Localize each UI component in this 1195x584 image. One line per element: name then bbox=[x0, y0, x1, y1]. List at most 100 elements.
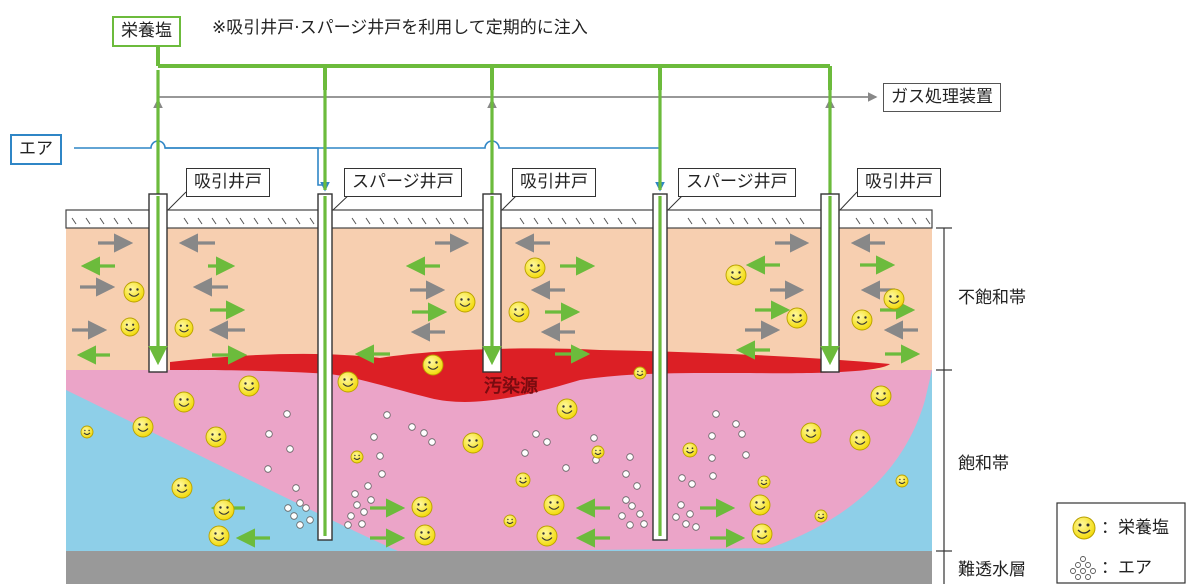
air-bubble bbox=[628, 502, 636, 510]
air-box: エア bbox=[10, 134, 62, 165]
well-label-4-text: スパージ井戸 bbox=[686, 172, 788, 192]
well-label-2: スパージ井戸 bbox=[344, 168, 462, 197]
well-label-2-text: スパージ井戸 bbox=[352, 172, 454, 192]
well-label-4: スパージ井戸 bbox=[678, 168, 796, 197]
air-bubble bbox=[284, 504, 292, 512]
well-inner-lines bbox=[148, 196, 840, 536]
nutrient-smiley bbox=[422, 354, 444, 376]
nutrient-smiley bbox=[591, 445, 605, 459]
legend-smiley-icon bbox=[1072, 516, 1096, 540]
impermeable-layer bbox=[66, 551, 932, 584]
hatch-mark bbox=[85, 217, 91, 225]
air-bubble bbox=[626, 453, 634, 461]
nutrient-smiley bbox=[462, 432, 484, 454]
nutrient-box: 栄養塩 bbox=[112, 16, 181, 47]
nutrient-smiley bbox=[800, 422, 822, 444]
air-bubble bbox=[633, 482, 641, 490]
air-bubble bbox=[622, 496, 630, 504]
air-bubble bbox=[360, 508, 368, 516]
nutrient-smiley bbox=[414, 524, 436, 546]
air-bubble bbox=[283, 410, 291, 418]
unsaturated-zone-label: 不飽和帯 bbox=[958, 288, 1026, 308]
air-bubble bbox=[532, 430, 540, 438]
hatch-mark bbox=[687, 217, 693, 225]
air-bubble bbox=[622, 470, 630, 478]
hatch-mark bbox=[225, 217, 231, 225]
air-bubbles bbox=[264, 410, 750, 531]
air-bubble bbox=[367, 496, 375, 504]
air-bubble bbox=[378, 470, 386, 478]
nutrient-smiley bbox=[508, 301, 530, 323]
nutrient-smiley bbox=[454, 291, 476, 313]
nutrient-smiley bbox=[213, 499, 235, 521]
hatch-mark bbox=[897, 217, 903, 225]
air-bubble bbox=[428, 438, 436, 446]
air-bubble bbox=[742, 451, 750, 459]
zone-bracket bbox=[936, 227, 952, 584]
nutrient-smiley bbox=[120, 317, 140, 337]
air-bubble bbox=[296, 499, 304, 507]
air-bubble bbox=[383, 411, 391, 419]
hatch-mark bbox=[715, 217, 721, 225]
nutrient-smiley bbox=[633, 366, 647, 380]
air-bubble bbox=[358, 520, 366, 528]
legend-bubbles-icon bbox=[1070, 556, 1096, 580]
nutrient-smiley bbox=[171, 477, 193, 499]
hatch-mark bbox=[365, 217, 371, 225]
air-bubble bbox=[347, 512, 355, 520]
nutrient-smiley bbox=[337, 371, 359, 393]
gas-treatment-box: ガス処理装置 bbox=[883, 83, 1001, 112]
nutrient-lines bbox=[156, 43, 832, 90]
nutrient-smiley bbox=[174, 318, 194, 338]
hatch-mark bbox=[281, 217, 287, 225]
nutrient-label: 栄養塩 bbox=[121, 21, 172, 41]
nutrient-smiley bbox=[350, 450, 364, 464]
hatch-mark bbox=[547, 217, 553, 225]
hatch-mark bbox=[239, 217, 245, 225]
hatch-mark bbox=[449, 217, 455, 225]
air-bubble bbox=[286, 445, 294, 453]
nutrient-smiley bbox=[556, 398, 578, 420]
hatch-mark bbox=[113, 217, 119, 225]
air-bubble bbox=[709, 472, 717, 480]
hatch-mark bbox=[211, 217, 217, 225]
nutrient-smiley bbox=[411, 496, 433, 518]
legend-air-text: ：エア bbox=[1101, 558, 1152, 578]
nutrient-smiley bbox=[849, 429, 871, 451]
air-bubble bbox=[682, 520, 690, 528]
well-label-1: 吸引井戸 bbox=[186, 168, 270, 197]
hatch-mark bbox=[533, 217, 539, 225]
impermeable-layer-label: 難透水層 bbox=[958, 560, 1026, 580]
air-bubble bbox=[618, 512, 626, 520]
hatch-mark bbox=[785, 217, 791, 225]
surface-hatching bbox=[71, 217, 931, 225]
nutrient-smiley bbox=[870, 385, 892, 407]
air-bubble bbox=[738, 430, 746, 438]
hatch-mark bbox=[379, 217, 385, 225]
air-bubble bbox=[708, 432, 716, 440]
nutrient-smiley bbox=[238, 375, 260, 397]
hatch-mark bbox=[603, 217, 609, 225]
hatch-mark bbox=[463, 217, 469, 225]
nutrient-smiley bbox=[208, 525, 230, 547]
air-bubble bbox=[344, 521, 352, 529]
nutrient-smiley bbox=[123, 281, 145, 303]
hatch-mark bbox=[407, 217, 413, 225]
nutrient-smiley bbox=[851, 309, 873, 331]
hatch-mark bbox=[855, 217, 861, 225]
nutrient-smiley bbox=[749, 494, 771, 516]
air-bubble bbox=[543, 438, 551, 446]
hatch-mark bbox=[771, 217, 777, 225]
air-bubble bbox=[376, 452, 384, 460]
air-bubble bbox=[626, 521, 634, 529]
nutrient-smileys bbox=[80, 257, 909, 547]
hatch-mark bbox=[757, 217, 763, 225]
well-label-3-text: 吸引井戸 bbox=[520, 172, 588, 192]
hatch-mark bbox=[617, 217, 623, 225]
air-bubble bbox=[306, 516, 314, 524]
nutrient-smiley bbox=[757, 475, 771, 489]
air-label: エア bbox=[19, 139, 53, 159]
contamination-source-area bbox=[170, 348, 890, 402]
air-bubble bbox=[364, 482, 372, 490]
gas-treatment-label: ガス処理装置 bbox=[891, 87, 993, 107]
